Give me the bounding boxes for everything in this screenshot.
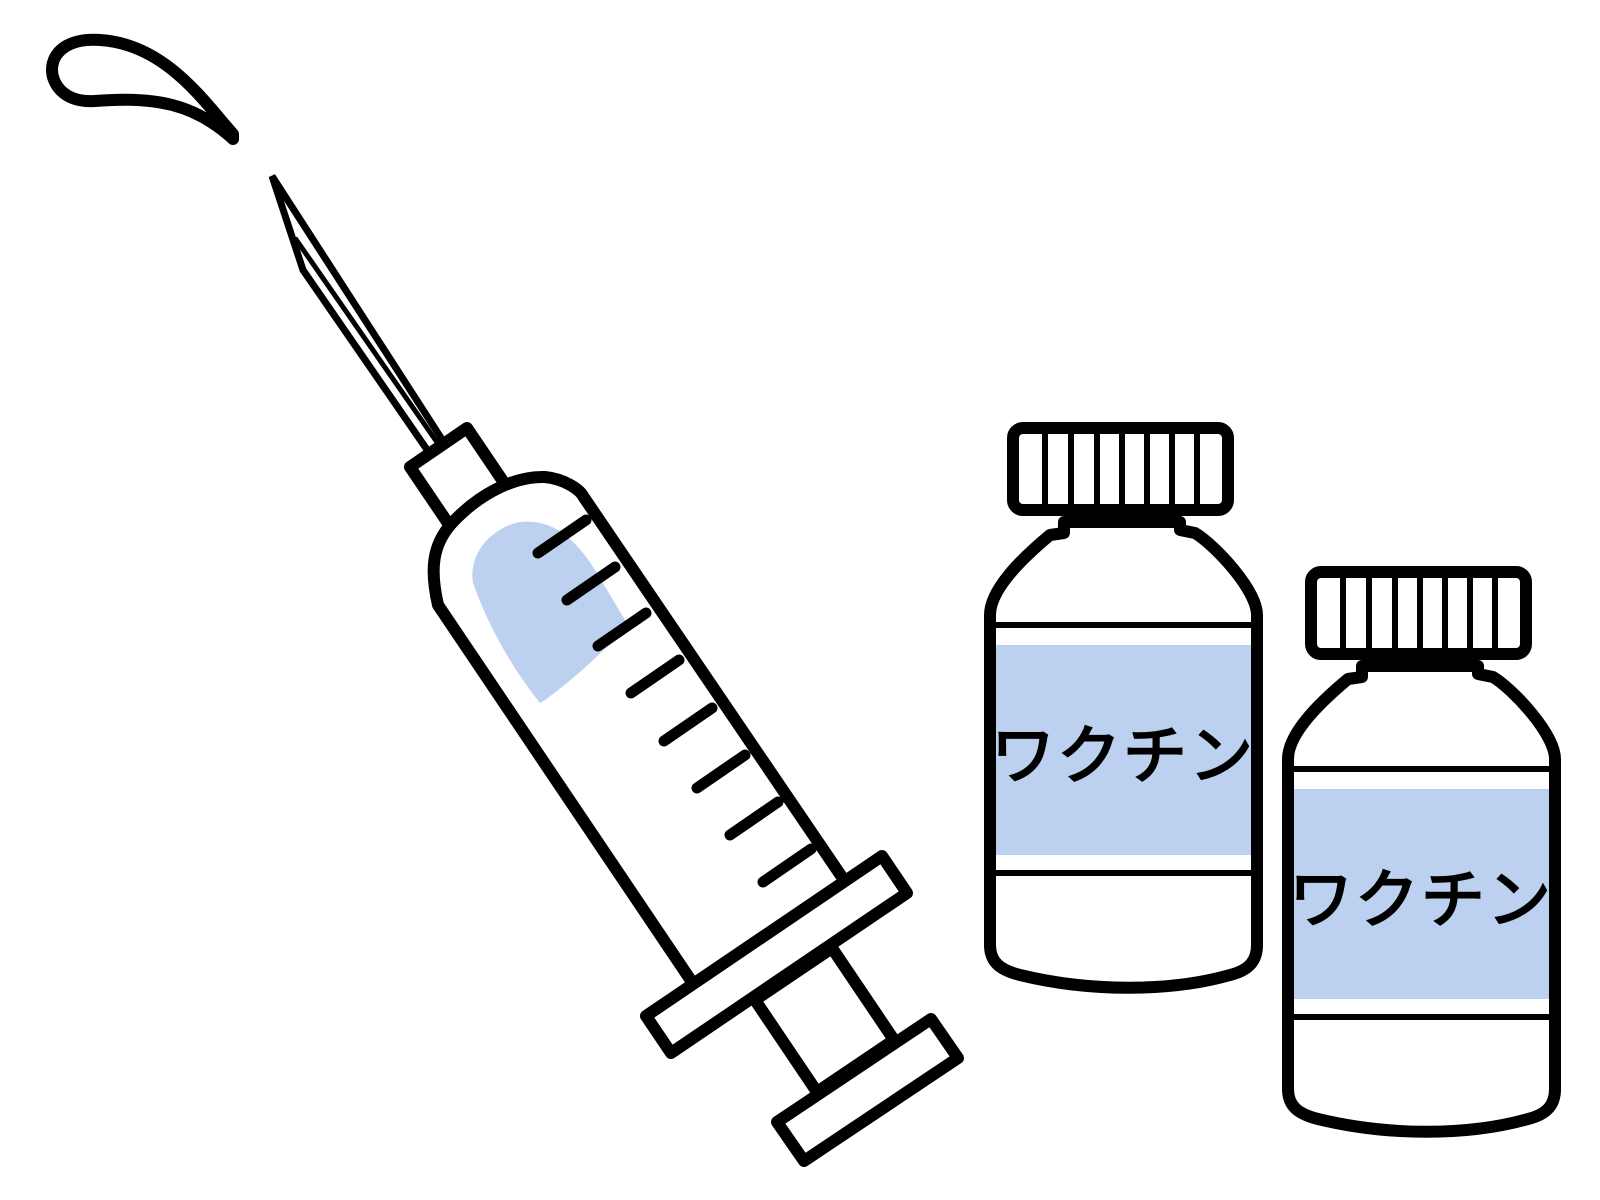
syringe-icon [268,174,964,1167]
droplet-icon [46,33,239,145]
vaccine-vial-1: ワクチン [984,422,1263,994]
syringe-scale [532,514,817,888]
syringe-liquid [472,521,628,703]
vaccine-vial-2: ワクチン [1282,566,1561,1138]
vial-label-band [996,645,1251,855]
syringe-thumb-press [771,1013,964,1167]
vial-label: ワクチン [991,720,1255,794]
vial-label: ワクチン [1289,864,1553,938]
vial-label-band [1294,789,1549,999]
syringe-flange [640,850,913,1059]
